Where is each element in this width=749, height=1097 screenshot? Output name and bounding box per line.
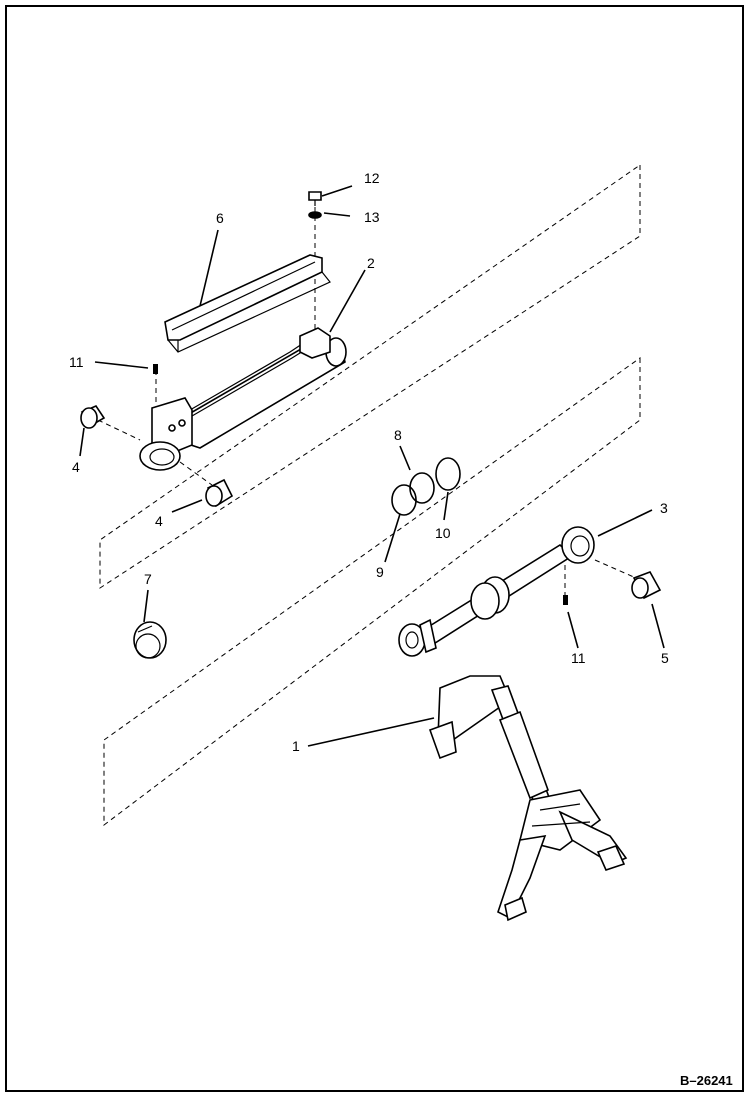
callout-13: 13 [364, 209, 380, 225]
callout-5: 5 [661, 650, 669, 666]
callout-10: 10 [435, 525, 451, 541]
part-bolt [308, 191, 322, 206]
reference-number: B–26241 [680, 1073, 733, 1088]
callout-1: 1 [292, 738, 300, 754]
part-bushing-right [205, 478, 234, 508]
callout-labels: 1 2 3 4 4 5 6 7 8 9 10 11 11 12 13 [69, 170, 669, 754]
callout-12: 12 [364, 170, 380, 186]
callout-4-right: 4 [155, 513, 163, 529]
callout-8: 8 [394, 427, 402, 443]
page-border [5, 5, 744, 1092]
callout-7: 7 [144, 571, 152, 587]
part-bushing-rod-end [631, 571, 662, 600]
callout-11-upper: 11 [69, 354, 84, 370]
part-washer [308, 211, 322, 219]
callout-9: 9 [376, 564, 384, 580]
callout-3: 3 [660, 500, 668, 516]
part-grease-fitting-upper [153, 364, 158, 374]
part-gland-nut [133, 621, 167, 659]
part-piston-rod [398, 526, 595, 657]
part-bushing-left [80, 405, 106, 429]
callout-6: 6 [216, 210, 224, 226]
callout-11-lower: 11 [571, 650, 586, 666]
part-cylinder-barrel [139, 327, 347, 471]
part-grease-fitting-lower [563, 595, 568, 605]
callout-4-left: 4 [72, 459, 80, 475]
part-seal-rings [391, 457, 461, 516]
part-backhoe-assembly [428, 675, 628, 922]
part-cover-channel [164, 254, 331, 353]
leader-lines [79, 185, 665, 747]
callout-2: 2 [367, 255, 375, 271]
